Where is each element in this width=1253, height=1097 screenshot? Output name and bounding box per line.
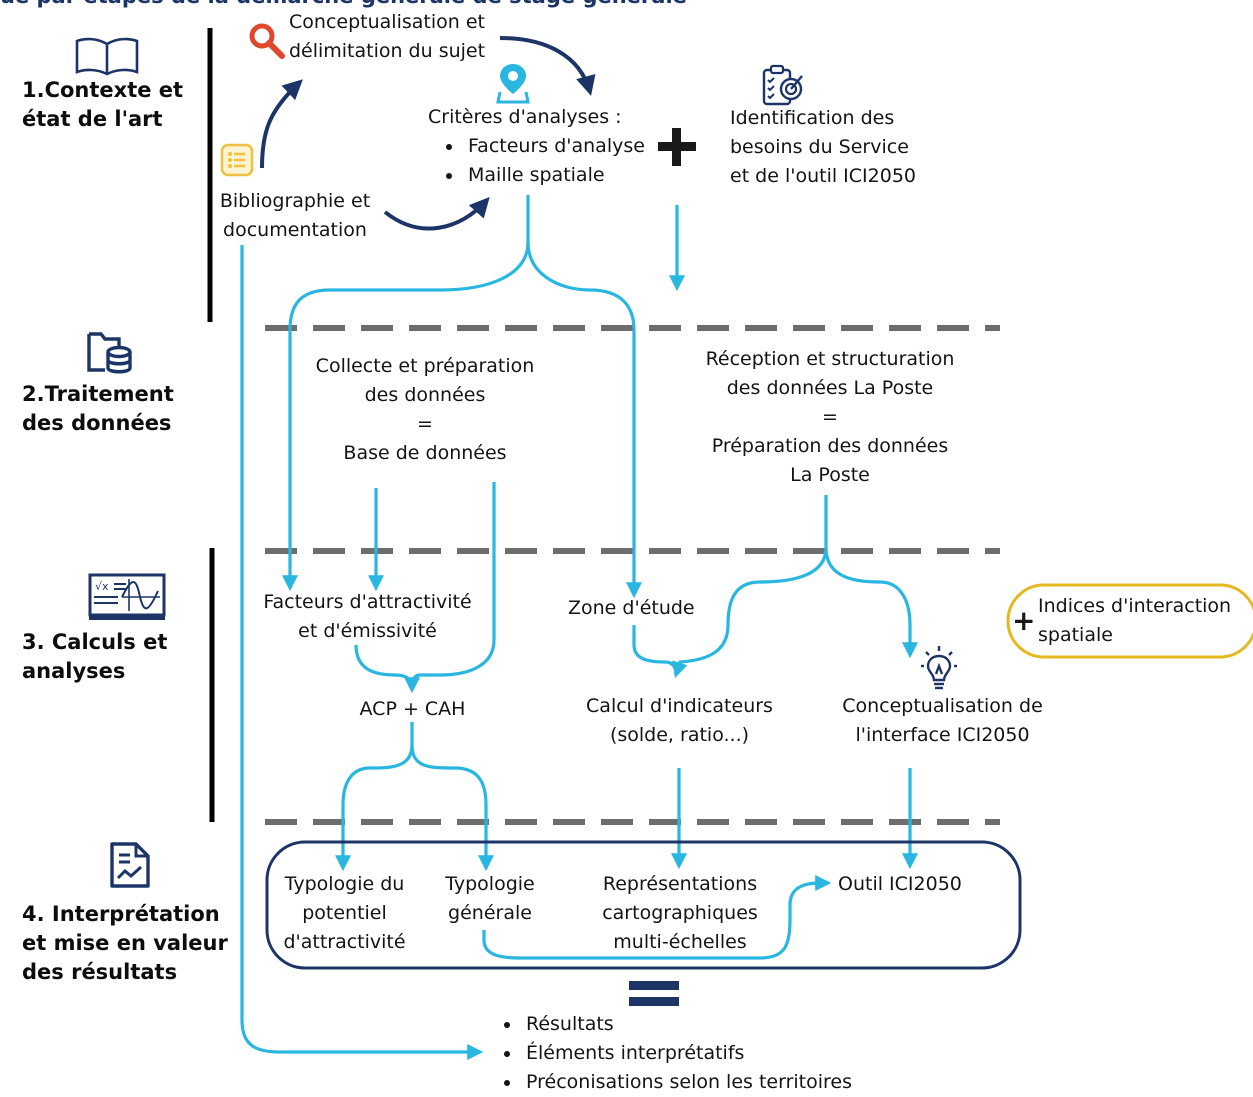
flow-typo-to-tool [482, 875, 832, 960]
criteria-list: Facteurs d'analyse Maille spatiale [428, 132, 645, 190]
target-checklist-icon [762, 64, 803, 106]
page-title: ue par étapes de la démarche générale de… [0, 0, 1253, 8]
flow-reception-right [824, 547, 918, 659]
indices-frame [1006, 583, 1253, 659]
book-icon [75, 37, 139, 76]
formula-chart-icon: √x [88, 573, 166, 620]
results-list: Résultats Éléments interprétatifs Précon… [486, 1010, 852, 1097]
flow-biblio-to-results [240, 245, 484, 1060]
flow-reception-left [672, 547, 828, 679]
indicators-text: Calcul d'indicateurs(solde, ratio...) [586, 695, 773, 746]
database-folder-icon [87, 332, 132, 374]
flow-criteria-left [282, 241, 530, 592]
flow-acp-right [410, 744, 494, 872]
flow-factors-to-acp [354, 644, 414, 691]
acp-text: ACP + CAH [359, 698, 466, 720]
list-icon [220, 143, 254, 177]
flow-collect-to-acp [404, 482, 496, 694]
equals-bar-bottom [629, 997, 679, 1006]
map-pin-icon [496, 64, 530, 104]
criteria-item: Facteurs d'analyse [464, 132, 645, 161]
search-icon [249, 23, 285, 59]
lightbulb-icon [921, 646, 957, 690]
equals-bar-top [629, 981, 679, 990]
results-item: Éléments interprétatifs [522, 1039, 852, 1068]
svg-text:√x: √x [95, 580, 109, 593]
arrow-biblio-to-criteria [383, 197, 490, 231]
flow-acp-left [335, 744, 414, 872]
flow-criteria-right [526, 241, 642, 599]
results-item: Résultats [522, 1010, 852, 1039]
results-frame [265, 840, 1022, 970]
flow-zone-to-indic [632, 625, 678, 676]
arrow-concept-to-criteria [499, 36, 596, 96]
report-chart-icon [110, 842, 150, 888]
criteria-item: Maille spatiale [464, 161, 645, 190]
results-item: Préconisations selon les territoires [522, 1068, 852, 1097]
zone-text: Zone d'étude [568, 597, 695, 619]
plus-icon: + [1012, 604, 1036, 637]
plus-bar-v [672, 128, 681, 166]
tool-text: Outil ICI2050 [838, 873, 962, 895]
arrow-biblio-to-concept [260, 79, 303, 169]
criteria-title: Critères d'analyses : [428, 106, 622, 128]
